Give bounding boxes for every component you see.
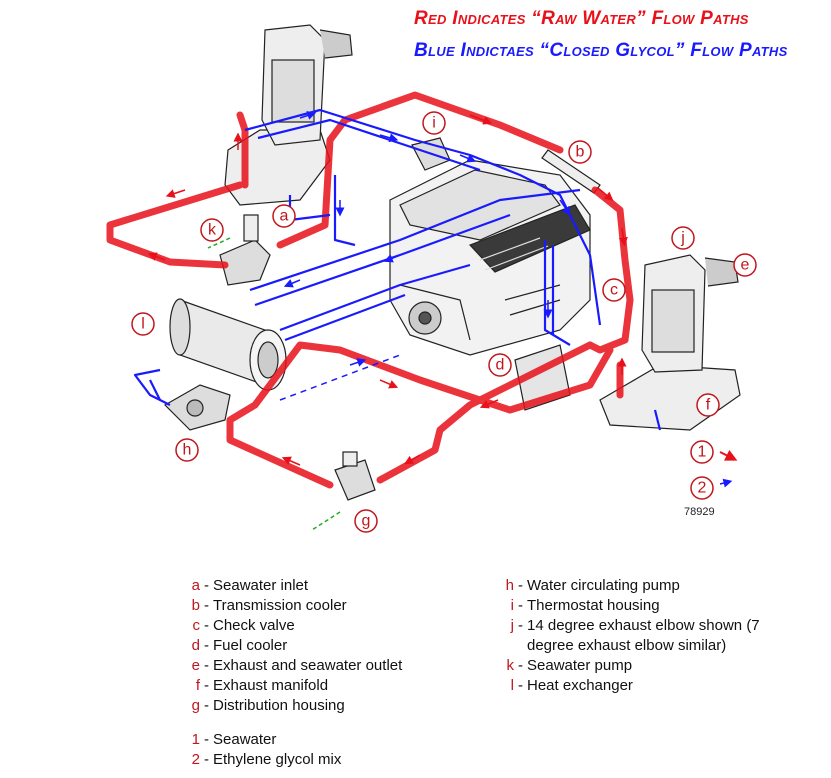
figure-number: 78929 <box>684 506 715 518</box>
flow-key-2-number: 2 <box>698 480 707 497</box>
legend-key: l <box>510 677 514 694</box>
callout-letter-j: j <box>680 230 685 247</box>
callout-i <box>422 111 446 135</box>
flow-key: 1 2 <box>690 440 738 500</box>
legend-text: Ethylene glycol mix <box>213 751 342 768</box>
legend-key: a <box>191 577 200 594</box>
legend-key: k <box>506 657 515 674</box>
legend-key: e <box>191 657 200 674</box>
legend-key: c <box>192 617 201 634</box>
flow-key-1-number: 1 <box>698 444 707 461</box>
callout-letter-d: d <box>496 357 505 374</box>
left-exhaust-manifold <box>224 24 353 206</box>
callout-letters: a b c d e f g h i j k l <box>141 115 749 530</box>
legend-item: g-Distribution housing <box>176 696 402 716</box>
flow-key-1-circle <box>690 440 714 464</box>
legend-key: f <box>195 677 200 694</box>
legend-key: i <box>510 597 514 614</box>
callout-g <box>354 509 378 533</box>
callout-letter-c: c <box>610 282 618 299</box>
water-circulating-pump <box>164 384 231 431</box>
callout-letter-l: l <box>141 316 145 333</box>
distribution-housing <box>334 451 376 501</box>
legend-item: 1-Seawater <box>176 730 341 750</box>
callout-b <box>568 140 592 164</box>
callout-letter-b: b <box>576 144 585 161</box>
callout-d <box>488 353 512 377</box>
legend-item: j-14 degree exhaust elbow shown (7 degre… <box>490 616 820 656</box>
callout-l <box>131 312 155 336</box>
legend-numbers: 1-Seawater 2-Ethylene glycol mix <box>176 730 342 770</box>
glycol-heading: Blue Indictaes “Closed Glycol” Flow Path… <box>414 40 788 61</box>
legend-key: 2 <box>191 751 200 768</box>
callout-letter-f: f <box>706 397 711 414</box>
legend-item: c-Check valve <box>176 616 402 636</box>
legend-item: k-Seawater pump <box>490 656 820 676</box>
callout-j <box>671 226 695 250</box>
legend-text: Distribution housing <box>213 697 345 714</box>
legend-item: l-Heat exchanger <box>490 676 820 696</box>
legend-key: j <box>510 617 514 634</box>
callout-letter-a: a <box>280 208 289 225</box>
legend-key: g <box>191 697 200 714</box>
legend-text: Seawater inlet <box>213 577 309 594</box>
legend-item: e-Exhaust and seawater outlet <box>176 656 403 676</box>
legend-key: h <box>505 577 514 594</box>
callout-letter-i: i <box>432 115 436 132</box>
callout-h <box>175 438 199 462</box>
glycol-paths <box>133 108 662 431</box>
legend-item: h-Water circulating pump <box>490 576 820 596</box>
legend-right: h-Water circulating pump i-Thermostat ho… <box>490 576 820 696</box>
heat-exchanger <box>169 298 287 391</box>
legend-text: Water circulating pump <box>527 577 680 594</box>
callout-letter-k: k <box>208 222 217 239</box>
callout-k <box>200 218 224 242</box>
legend-text: Transmission cooler <box>213 597 347 614</box>
legend-item: b-Transmission cooler <box>176 596 402 616</box>
legend-text: Exhaust manifold <box>213 677 329 694</box>
callout-letter-g: g <box>362 513 371 530</box>
legend-text: Exhaust and seawater outlet <box>213 657 403 674</box>
legend-text: Heat exchanger <box>527 677 633 694</box>
cooling-system-diagram: a b c d e f g h i j k l 1 2 <box>106 24 757 533</box>
callout-e <box>733 253 757 277</box>
glycol-arrows <box>283 111 571 367</box>
legend-item: a-Seawater inlet <box>176 576 402 596</box>
raw-water-arrows <box>147 114 628 466</box>
legend-item: 2-Ethylene glycol mix <box>176 750 342 770</box>
glycol-dashed-link <box>279 354 401 401</box>
flow-key-2-circle <box>690 476 714 500</box>
legend-key: 1 <box>191 731 200 748</box>
green-arrows <box>207 237 341 531</box>
callout-circles <box>131 111 757 533</box>
legend-text: Seawater <box>213 731 277 748</box>
legend-item: i-Thermostat housing <box>490 596 820 616</box>
legend-key: d <box>191 637 200 654</box>
seawater-pump <box>219 214 271 286</box>
flow-key-1-arrow <box>719 449 738 461</box>
callout-letter-h: h <box>183 442 192 459</box>
legend-text: Fuel cooler <box>213 637 288 654</box>
legend-item: d-Fuel cooler <box>176 636 402 656</box>
callout-a <box>272 204 296 228</box>
engine-block <box>389 159 591 356</box>
flow-key-2-arrow <box>719 478 733 488</box>
legend-text: Thermostat housing <box>527 597 660 614</box>
legend-text: Check valve <box>213 617 295 634</box>
legend-key: b <box>191 597 200 614</box>
legend-text: 14 degree exhaust elbow shown (7 degree … <box>527 617 760 654</box>
callout-f <box>696 393 720 417</box>
legend-text: Seawater pump <box>527 657 633 674</box>
raw-water-heading: Red Indicates “Raw Water” Flow Paths <box>414 8 749 29</box>
callout-letter-e: e <box>741 257 750 274</box>
callout-c <box>602 278 626 302</box>
legend-item: f-Exhaust manifold <box>176 676 402 696</box>
legend-left: a-Seawater inlet b-Transmission cooler c… <box>176 576 403 716</box>
